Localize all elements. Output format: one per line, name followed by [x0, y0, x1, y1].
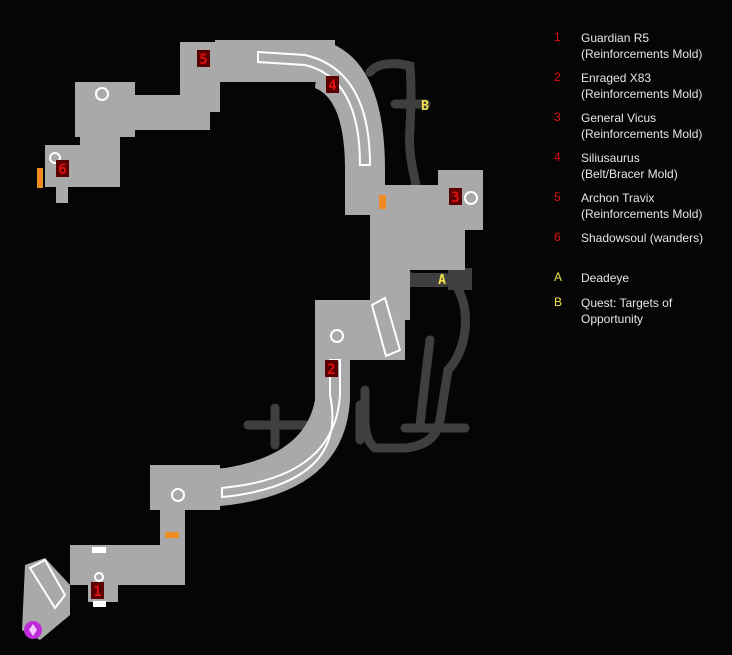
legend-label: Siliusaurus	[581, 151, 640, 165]
legend-label: Enraged X83	[581, 71, 652, 85]
legend-sublabel: (Belt/Bracer Mold)	[581, 167, 678, 181]
marker-4[interactable]: 4	[328, 78, 336, 94]
fountain-south	[171, 488, 185, 502]
room-south-mid	[150, 465, 220, 510]
fountain-statue	[330, 329, 344, 343]
marker-1[interactable]: 1	[93, 584, 101, 600]
corridors	[22, 40, 483, 640]
legend-label: Quest: Targets of	[581, 296, 673, 310]
legend-key: 5	[554, 190, 561, 204]
deadeye-room	[448, 268, 472, 290]
legend-key: A	[554, 270, 563, 284]
legend-key: 6	[554, 230, 561, 244]
room-entrance	[22, 558, 70, 640]
boss-markers: 1 2 3 4 5 6 A B	[56, 50, 462, 600]
fountain-6	[49, 152, 61, 164]
corridor-southwest	[70, 545, 185, 585]
legend-label: Archon Travix	[581, 191, 655, 205]
room-west-upper	[75, 82, 135, 137]
path-north-loop	[365, 59, 421, 191]
legend-sublabel: (Reinforcements Mold)	[581, 127, 703, 141]
door-south	[165, 532, 179, 538]
legend-key: 1	[554, 30, 561, 44]
legend-sublabel: (Reinforcements Mold)	[581, 207, 703, 221]
legend-sublabel: Opportunity	[581, 312, 644, 326]
statue-stairs	[370, 296, 402, 358]
legend-label: General Vicus	[581, 111, 657, 125]
path-south-inner	[415, 335, 435, 430]
marker-5[interactable]: 5	[199, 52, 207, 68]
legend-key: B	[554, 295, 563, 309]
legend-sublabel: (Reinforcements Mold)	[581, 87, 703, 101]
entrance-stairs	[28, 558, 67, 610]
legend-label: Deadeye	[581, 271, 630, 285]
fountain-nw	[95, 87, 109, 101]
legend-label: Guardian R5	[581, 31, 650, 45]
legend-label: Shadowsoul (wanders)	[581, 231, 704, 245]
legend-sublabel: (Reinforcements Mold)	[581, 47, 703, 61]
door-vicus	[379, 195, 386, 209]
path-south-loop	[360, 275, 470, 453]
marker-a[interactable]: A	[438, 273, 446, 288]
marker-6[interactable]: 6	[58, 162, 66, 178]
door-nw	[37, 168, 43, 188]
doors	[37, 168, 386, 538]
marker-3[interactable]: 3	[451, 190, 459, 206]
corridor-enraged	[200, 350, 350, 508]
legend-key: 2	[554, 70, 561, 84]
siliusaurus-walkway	[257, 50, 372, 166]
enraged-walkway	[221, 359, 341, 499]
marker-b[interactable]: B	[421, 99, 429, 114]
fountain-vicus	[464, 191, 478, 205]
legend-key: 4	[554, 150, 561, 164]
legend-key: 3	[554, 110, 561, 124]
fountain-guardian	[94, 572, 104, 582]
marker-2[interactable]: 2	[327, 362, 335, 378]
corridor-north	[215, 40, 335, 82]
corridor-details	[28, 50, 478, 610]
